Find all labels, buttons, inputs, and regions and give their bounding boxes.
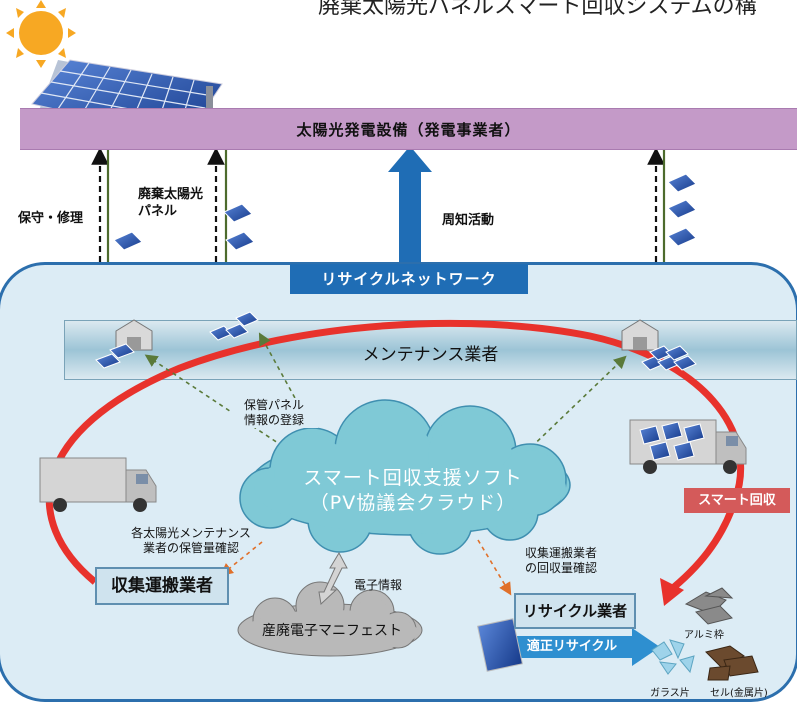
warehouse-icon [621,319,659,351]
cloud-text: スマート回収支援ソフト （PV協議会クラウド） [268,466,558,516]
power-facility-label: 太陽光発電設備（発電事業者） [296,121,521,139]
sun-icon [6,0,76,68]
warehouse-icon [115,319,153,351]
storage-registration-label: 保管パネル 情報の登録 [230,398,318,428]
recycle-network-bar: リサイクルネットワーク [290,264,528,294]
panel-stack-icon [95,311,697,371]
aluminum-frame-icon [684,587,734,625]
falling-panels [113,173,697,251]
cell-metal-icon [705,645,759,681]
awareness-label: 周知活動 [442,213,495,228]
e-info-label: 電子情報 [354,578,403,592]
panel-icon [477,618,523,672]
cell-pieces-label: セル(金属片) [710,688,768,699]
power-facility-band [20,108,797,150]
e-info-arrow [318,551,348,606]
aluminum-frame-label: アルミ枠 [684,630,724,641]
manifest-label: 産廃電子マニフェスト [262,623,402,639]
collector-box: 収集運搬業者 [95,567,229,605]
truck-icon [39,457,157,512]
proper-recycling-label: 適正リサイクル [526,639,618,654]
recycler-box: リサイクル業者 [514,593,636,629]
glass-shards-icon [651,639,695,675]
awareness-arrow [388,146,432,266]
page-title: 廃棄太陽光パネルスマート回収システムの構 [318,0,757,19]
storage-check-label: 各太陽光メンテナンス 業者の保管量確認 [131,526,251,555]
red-arrowhead [660,578,684,606]
proper-recycling-arrow [505,628,660,666]
collection-check-label: 収集運搬業者 の回収量確認 [524,546,597,575]
smart-collection-tag: スマート回収 [684,488,790,513]
truck-icon [629,419,747,474]
maintenance-repair-label: 保守・修理 [18,211,84,226]
glass-pieces-label: ガラス片 [650,688,690,699]
cloud-line-1: スマート回収支援ソフト [303,467,523,489]
waste-panel-label: 廃棄太陽光 パネル [138,187,204,219]
maintenance-label: メンテナンス業者 [362,345,499,365]
cloud-line-2: （PV協議会クラウド） [309,492,517,514]
